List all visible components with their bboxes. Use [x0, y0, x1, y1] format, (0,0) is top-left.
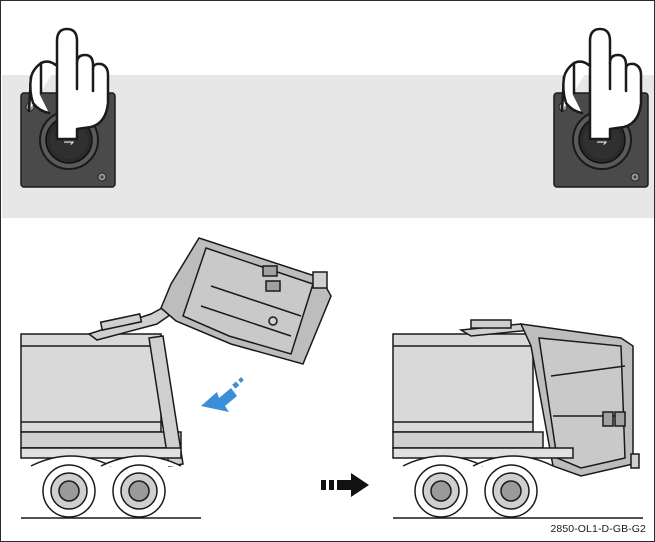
tailgate-raised	[160, 237, 332, 365]
hinge-arm-left	[87, 300, 184, 467]
figure-caption: 2850-OL1-D-GB-G2	[550, 523, 646, 535]
wheel-right-2	[484, 464, 538, 518]
chassis-left	[20, 447, 182, 467]
wheel-left-1	[42, 464, 96, 518]
chassis-right	[392, 447, 574, 467]
svg-text:⇋: ⇋	[597, 134, 608, 149]
truck-tailgate-closed	[392, 319, 643, 519]
truck-tailgate-open	[20, 237, 332, 519]
pointing-hand-icon	[560, 27, 643, 141]
truck-body-right	[392, 333, 544, 449]
wheel-left-2	[112, 464, 166, 518]
tailgate-closed	[519, 323, 640, 477]
right-control: ⇋	[553, 27, 649, 188]
pointing-hand-icon	[27, 27, 110, 141]
down-left-arrow-icon	[201, 377, 244, 412]
left-control: ⇋	[20, 27, 116, 188]
wheel-right-1	[414, 464, 468, 518]
svg-text:⇋: ⇋	[64, 134, 75, 149]
right-arrow-icon	[321, 473, 369, 497]
